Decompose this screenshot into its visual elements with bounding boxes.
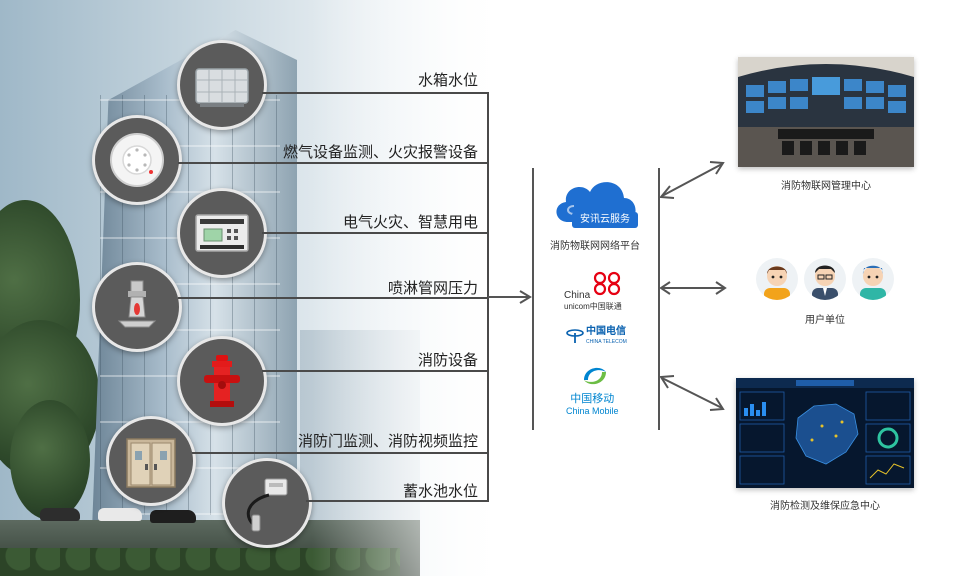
connector-line [178,162,488,164]
platform-left-border [532,168,534,430]
connector-line [262,370,488,372]
carrier-line: China Mobile [566,406,619,416]
carrier-mobile: 中国移动 China Mobile [566,393,619,417]
device-label: 消防设备 [417,352,478,369]
smoke-detector-icon [92,115,182,205]
carrier-line: CHINA TELECOM [586,339,627,345]
user-avatar [804,258,846,300]
carrier-unicom: China unicom中国联通 [564,290,622,312]
connector-line [262,92,488,94]
carrier-line: China [564,290,591,301]
carrier-line: 中国移动 [570,393,615,405]
device-label: 消防门监测、消防视频监控 [297,433,478,450]
platform-caption: 消防物联网网络平台 [550,241,640,252]
connector-line [262,232,488,234]
connector-line [306,500,488,502]
bidirectional-arrow [659,161,725,199]
device-label: 燃气设备监测、火灾报警设备 [282,144,478,161]
cloud-service-label: 安讯云服务 [572,212,638,228]
carrier-line: unicom中国联通 [564,302,622,311]
device-label: 水箱水位 [417,72,478,89]
connector-line [192,452,488,454]
china-mobile-logo-icon [584,367,606,385]
device-label: 喷淋管网压力 [387,280,478,297]
user-avatar [756,258,798,300]
carrier-telecom: 中国电信 CHINA TELECOM [586,327,627,347]
device-label: 电气火灾、智慧用电 [342,214,478,231]
carrier-line: 中国电信 [586,326,626,337]
fire-door-icon [106,416,196,506]
output-caption: 用户单位 [805,315,845,326]
output-caption: 消防检测及维保应急中心 [770,501,880,512]
water-tank-icon [177,40,267,130]
connector-line [178,297,488,299]
control-room-icon [738,57,914,167]
dashboard-icon [736,378,914,488]
device-label: 蓄水池水位 [402,483,478,500]
user-avatar [852,258,894,300]
platform-right-border [658,168,660,430]
bidirectional-arrow [659,281,727,295]
sprinkler-icon [92,262,182,352]
fire-hydrant-icon [177,336,267,426]
output-caption: 消防物联网管理中心 [781,181,871,192]
bidirectional-arrow [659,375,725,411]
electric-monitor-icon [177,188,267,278]
china-unicom-logo-icon [593,271,621,296]
level-sensor-icon [222,458,312,548]
china-telecom-logo-icon [566,329,584,343]
arrow-to-platform [488,290,532,304]
